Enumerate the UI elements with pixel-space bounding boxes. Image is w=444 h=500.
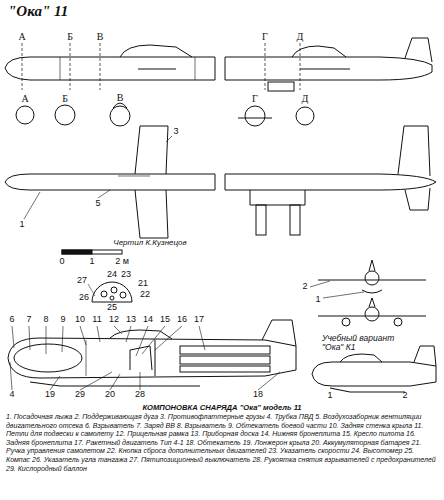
- callout-number: 2 м: [115, 257, 129, 267]
- callout-number: 24: [107, 270, 117, 280]
- section-letter: А: [18, 31, 25, 42]
- section-letter: Д: [297, 31, 304, 42]
- caption: КОМПОНОВКА СНАРЯДА "Ока" модель 11: [0, 403, 444, 412]
- callout-number: 20: [105, 390, 115, 400]
- callout-number: 27: [77, 276, 87, 286]
- callout-number: 5: [95, 199, 100, 209]
- callout-number: 1: [19, 220, 24, 230]
- section-letter: А: [21, 93, 28, 104]
- callout-number: 16: [177, 315, 187, 325]
- callout-number: 11: [92, 315, 101, 325]
- callout-number: 6: [9, 315, 14, 325]
- section-letter: Д: [302, 93, 309, 104]
- callout-number: 10: [75, 315, 85, 325]
- callout-number: 1: [327, 391, 332, 401]
- section-letter: В: [97, 31, 104, 42]
- callout-number: 15: [160, 315, 170, 325]
- note-text: Чертил К.Кузнецов: [113, 239, 186, 248]
- callout-number: 18: [253, 390, 263, 400]
- callout-number: 13: [126, 315, 136, 325]
- callout-number: 14: [143, 315, 153, 325]
- callout-number: 4: [9, 390, 14, 400]
- callout-number: 25: [107, 303, 117, 313]
- parts-list: 1. Посадочная лыжа 2. Поддерживающая дуг…: [6, 413, 438, 473]
- section-letter: Б: [62, 93, 68, 104]
- note-text: Учебный вариант "Ока" К1: [322, 334, 412, 353]
- drawing-title: "Ока" 11: [8, 3, 68, 20]
- callout-number: 1: [89, 257, 94, 267]
- callout-number: 12: [109, 315, 119, 325]
- callout-number: 9: [60, 315, 65, 325]
- callout-number: 21: [138, 279, 148, 289]
- callout-number: 0: [59, 257, 64, 267]
- callout-number: 19: [45, 390, 55, 400]
- callout-number: 8: [43, 315, 48, 325]
- callout-number: 2: [402, 391, 407, 401]
- callout-number: 23: [121, 270, 131, 280]
- callout-number: 28: [135, 390, 145, 400]
- callout-number: 3: [173, 127, 178, 137]
- section-letter: Б: [67, 31, 73, 42]
- callout-number: 17: [194, 315, 204, 325]
- section-letter: Г: [262, 31, 268, 42]
- callout-number: 2: [302, 282, 307, 292]
- section-letter: В: [117, 92, 124, 103]
- callout-number: 26: [79, 293, 89, 303]
- callout-number: 22: [140, 290, 150, 300]
- section-letter: Г: [252, 93, 258, 104]
- callout-number: 1: [315, 295, 320, 305]
- callout-number: 29: [75, 390, 85, 400]
- callout-number: 7: [26, 315, 31, 325]
